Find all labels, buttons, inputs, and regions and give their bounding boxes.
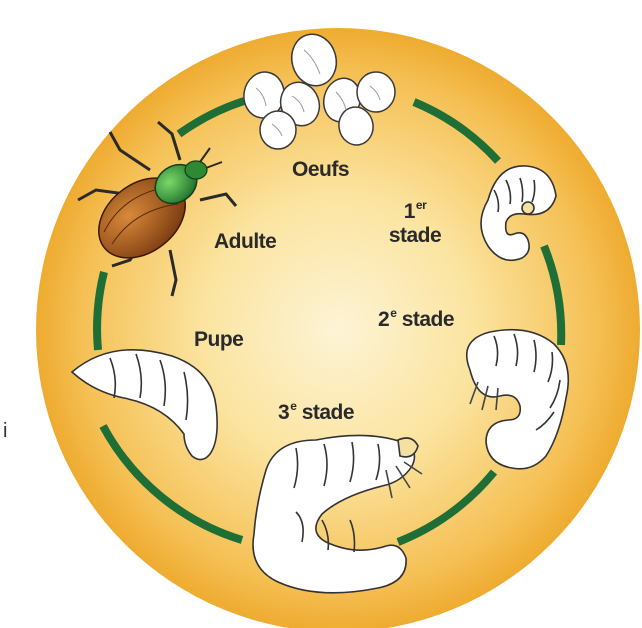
label-second-instar: 2e stade <box>378 306 454 332</box>
larva-head <box>522 202 534 214</box>
beetle-head <box>185 161 207 179</box>
label-eggs: Oeufs <box>292 158 349 182</box>
label-adult: Adulte <box>214 230 276 254</box>
label-pupa: Pupe <box>194 328 243 352</box>
label-third-instar: 3e stade <box>278 399 354 425</box>
edge-text-fragment: i <box>3 420 7 443</box>
label-first-instar: 1er stade <box>384 198 446 248</box>
